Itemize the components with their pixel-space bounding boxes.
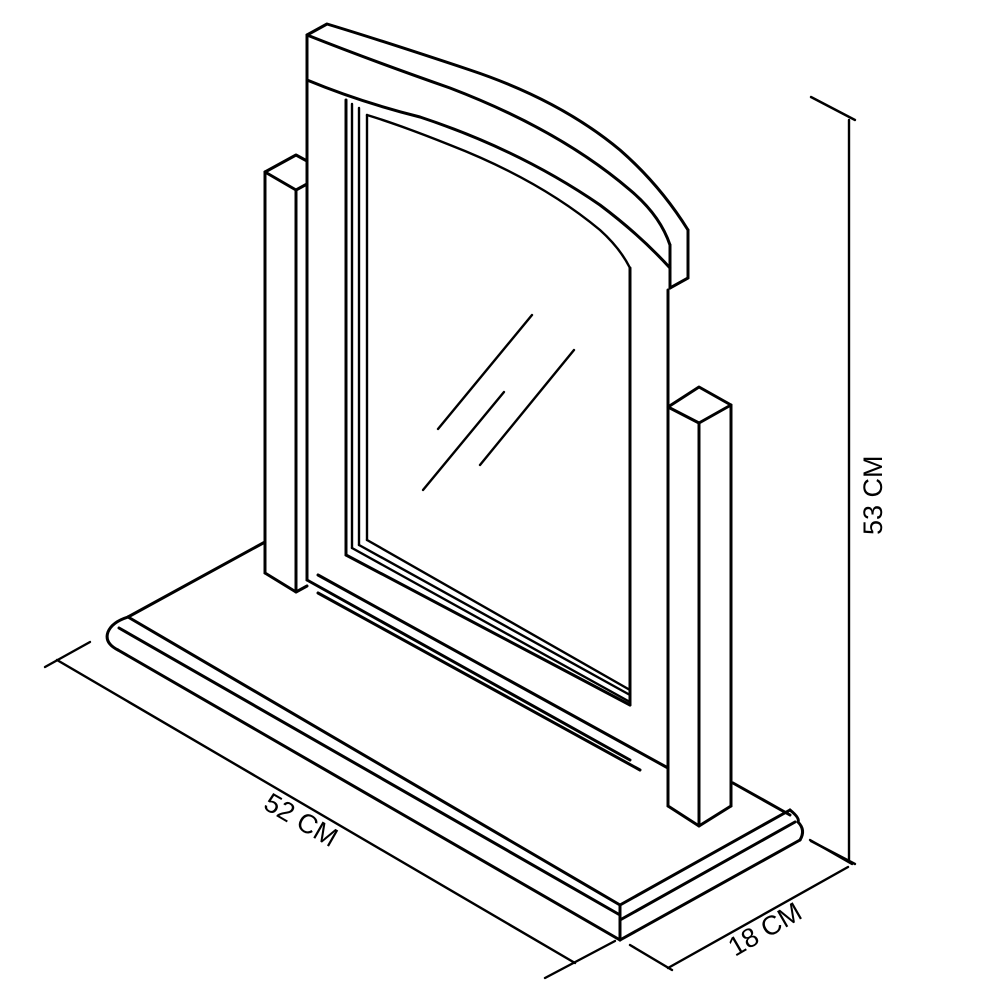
mirror-frame xyxy=(305,22,690,762)
depth-label: 18 CM xyxy=(723,896,807,962)
right-post xyxy=(666,385,733,828)
height-dimension: 53 CM xyxy=(809,95,888,866)
depth-dimension: 18 CM xyxy=(628,838,854,972)
height-label: 53 CM xyxy=(858,455,888,535)
width-label: 52 CM xyxy=(259,787,343,853)
reflection-lines xyxy=(421,313,576,492)
base-plinth xyxy=(105,540,805,942)
left-post xyxy=(263,153,309,594)
mirror-glass xyxy=(350,102,632,704)
